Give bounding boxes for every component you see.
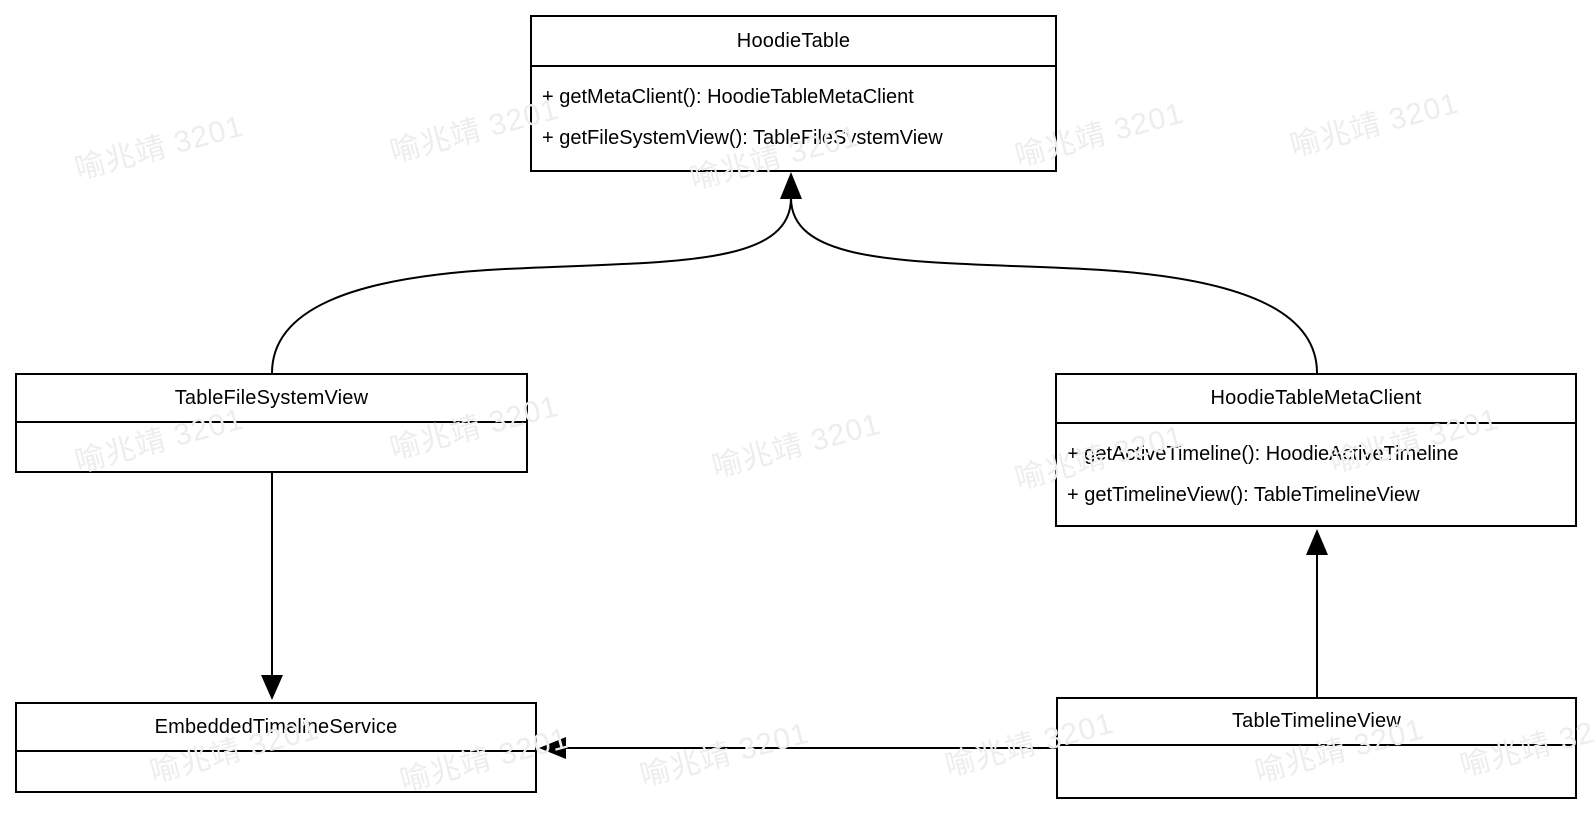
arrowhead-up-hoodietable <box>780 172 802 199</box>
class-body: + getActiveTimeline(): HoodieActiveTimel… <box>1057 424 1575 525</box>
method-getactivetimeline: + getActiveTimeline(): HoodieActiveTimel… <box>1067 443 1459 466</box>
class-body-empty <box>17 423 526 471</box>
class-name: TableTimelineView <box>1058 699 1575 746</box>
class-box-tablefilesystemview: TableFileSystemView <box>15 373 528 473</box>
method-gettimelineview: + getTimelineView(): TableTimelineView <box>1067 483 1420 506</box>
class-body-empty <box>17 752 535 791</box>
class-name: HoodieTable <box>532 17 1055 67</box>
class-box-tabletimelineview: TableTimelineView <box>1056 697 1577 799</box>
class-name: TableFileSystemView <box>17 375 526 423</box>
edge-hoodietablemetaclient-to-hoodietable <box>790 197 1318 374</box>
edge-tablefilesystemview-to-hoodietable <box>271 197 792 374</box>
class-name: EmbeddedTimelineService <box>17 704 535 752</box>
arrowhead-down-embeddedtimelineservice <box>261 675 283 700</box>
arrowhead-left-embeddedtimelineservice <box>539 737 566 759</box>
arrowhead-up-hoodietablemetaclient <box>1306 529 1328 555</box>
class-box-embeddedtimelineservice: EmbeddedTimelineService <box>15 702 537 793</box>
class-body: + getMetaClient(): HoodieTableMetaClient… <box>532 67 1055 168</box>
class-box-hoodietablemetaclient: HoodieTableMetaClient + getActiveTimelin… <box>1055 373 1577 527</box>
method-getfilesystemview: + getFileSystemView(): TableFileSystemVi… <box>542 126 943 149</box>
class-name: HoodieTableMetaClient <box>1057 375 1575 424</box>
class-body-empty <box>1058 746 1575 797</box>
class-box-hoodietable: HoodieTable + getMetaClient(): HoodieTab… <box>530 15 1057 172</box>
method-getmetaclient: + getMetaClient(): HoodieTableMetaClient <box>542 86 914 109</box>
